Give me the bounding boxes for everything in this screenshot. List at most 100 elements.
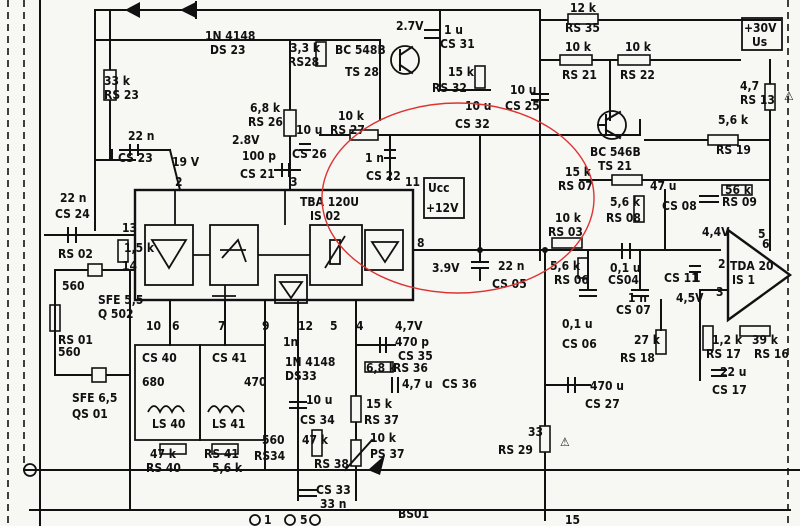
svg-text:⚠: ⚠ <box>784 89 794 103</box>
svg-text:RS 03: RS 03 <box>548 225 583 239</box>
svg-text:10 k: 10 k <box>370 431 397 445</box>
svg-text:RS 09: RS 09 <box>722 195 757 209</box>
svg-text:RS 37: RS 37 <box>364 413 399 427</box>
connector-bs01: BS01 1 5 <box>239 507 540 526</box>
svg-text:RS 01: RS 01 <box>58 333 93 347</box>
svg-text:TS 21: TS 21 <box>598 159 632 173</box>
svg-text:4: 4 <box>356 319 364 333</box>
svg-text:0,1 u: 0,1 u <box>610 261 641 275</box>
svg-text:33: 33 <box>528 425 543 439</box>
svg-text:IS 1: IS 1 <box>732 273 755 287</box>
svg-text:TS 28: TS 28 <box>345 65 379 79</box>
svg-text:22 n: 22 n <box>60 191 86 205</box>
top-wiring <box>94 9 781 261</box>
svg-text:14: 14 <box>122 259 138 273</box>
svg-text:5,6 k: 5,6 k <box>610 195 641 209</box>
svg-text:CS 08: CS 08 <box>662 199 697 213</box>
svg-text:CS 35: CS 35 <box>398 349 433 363</box>
frame-lines <box>7 0 800 526</box>
svg-text:RS28: RS28 <box>288 55 319 69</box>
svg-text:10 u: 10 u <box>296 123 322 137</box>
filter-network: CS 40 CS 41 680 470 LS 40 LS 41 <box>134 344 267 441</box>
svg-text:560: 560 <box>62 279 85 293</box>
svg-text:33 n: 33 n <box>320 497 346 511</box>
svg-text:CS 26: CS 26 <box>292 147 327 161</box>
svg-text:2: 2 <box>175 175 183 189</box>
svg-text:15: 15 <box>565 513 580 526</box>
svg-text:15 k: 15 k <box>448 65 475 79</box>
svg-text:TDA 20: TDA 20 <box>730 259 773 273</box>
svg-text:RS 22: RS 22 <box>620 68 655 82</box>
ic-pin-labels: 2 3 11 13 14 8 10 6 7 9 12 5 4 <box>122 175 425 333</box>
svg-text:CS 24: CS 24 <box>55 207 90 221</box>
svg-text:CS 36: CS 36 <box>442 377 477 391</box>
svg-text:1 u: 1 u <box>444 23 463 37</box>
svg-text:TBA 120U: TBA 120U <box>300 195 359 209</box>
svg-text:10 k: 10 k <box>555 211 582 225</box>
svg-text:10 u: 10 u <box>465 99 491 113</box>
transistor-ts28: BC 548B TS 28 <box>335 43 420 79</box>
svg-text:SFE 5,5: SFE 5,5 <box>98 293 143 307</box>
svg-text:CS 34: CS 34 <box>300 413 335 427</box>
svg-text:5: 5 <box>758 227 766 241</box>
resistor-rs28 <box>315 41 327 67</box>
ic-tda: TDA 20 IS 1 2 3 5 6 <box>716 227 793 323</box>
svg-text:RS 21: RS 21 <box>562 68 597 82</box>
svg-text:Us: Us <box>752 35 767 49</box>
svg-text:CS04: CS04 <box>608 273 639 287</box>
supply-30v: +30V Us <box>741 17 783 51</box>
svg-text:+30V: +30V <box>744 21 777 35</box>
svg-text:10 u: 10 u <box>306 393 332 407</box>
svg-text:CS 07: CS 07 <box>616 303 651 317</box>
svg-text:CS 22: CS 22 <box>366 169 401 183</box>
svg-text:DS 23: DS 23 <box>210 43 246 57</box>
svg-text:PS 37: PS 37 <box>370 447 404 461</box>
svg-text:6,8 k: 6,8 k <box>366 361 397 375</box>
svg-text:12 k: 12 k <box>570 1 597 15</box>
svg-text:8: 8 <box>417 236 425 250</box>
diode-ds23: 1N 4148 DS 23 <box>180 1 255 57</box>
svg-text:27 k: 27 k <box>634 333 661 347</box>
ic-tba120u: TBA 120U IS 02 <box>133 188 415 304</box>
svg-text:RS 41: RS 41 <box>204 447 239 461</box>
svg-text:1: 1 <box>693 271 701 285</box>
svg-text:1N 4148: 1N 4148 <box>205 29 255 43</box>
svg-text:BC 546B: BC 546B <box>590 145 641 159</box>
resistor-rs09 <box>721 184 753 196</box>
svg-text:1,2 k: 1,2 k <box>712 333 743 347</box>
svg-text:RS 07: RS 07 <box>558 179 593 193</box>
resistor-rs22 <box>617 54 651 66</box>
svg-text:RS 06: RS 06 <box>554 273 589 287</box>
svg-text:1,5 k: 1,5 k <box>124 241 155 255</box>
highlight-circle <box>321 102 595 294</box>
ucc-label: Ucc +12V <box>423 177 465 219</box>
resistor-rs36 <box>364 361 394 373</box>
svg-text:LS 40: LS 40 <box>152 417 185 431</box>
resistor-rs40 <box>159 443 187 455</box>
svg-text:RS 36: RS 36 <box>393 361 428 375</box>
svg-text:4,7V: 4,7V <box>395 319 423 333</box>
svg-text:39 k: 39 k <box>752 333 779 347</box>
svg-text:4,4V: 4,4V <box>702 225 730 239</box>
svg-text:47 k: 47 k <box>150 447 177 461</box>
svg-text:1 n: 1 n <box>628 291 647 305</box>
svg-text:+12V: +12V <box>426 201 459 215</box>
svg-text:11: 11 <box>405 175 420 189</box>
svg-text:2.7V: 2.7V <box>396 19 424 33</box>
svg-text:470 u: 470 u <box>590 379 624 393</box>
svg-text:5,6 k: 5,6 k <box>212 461 243 475</box>
svg-text:15 k: 15 k <box>565 165 592 179</box>
resistor-rs19 <box>707 134 739 146</box>
svg-text:CS 06: CS 06 <box>562 337 597 351</box>
svg-text:10 u: 10 u <box>510 83 536 97</box>
svg-text:CS 27: CS 27 <box>585 397 620 411</box>
svg-text:56 k: 56 k <box>725 183 752 197</box>
resistor-rs35 <box>567 13 599 25</box>
svg-text:CS 33: CS 33 <box>316 483 351 497</box>
svg-text:1 n: 1 n <box>365 151 384 165</box>
svg-text:CS 25: CS 25 <box>505 99 540 113</box>
svg-text:CS 40: CS 40 <box>142 351 177 365</box>
svg-text:22 n: 22 n <box>128 129 154 143</box>
svg-text:7: 7 <box>218 319 226 333</box>
